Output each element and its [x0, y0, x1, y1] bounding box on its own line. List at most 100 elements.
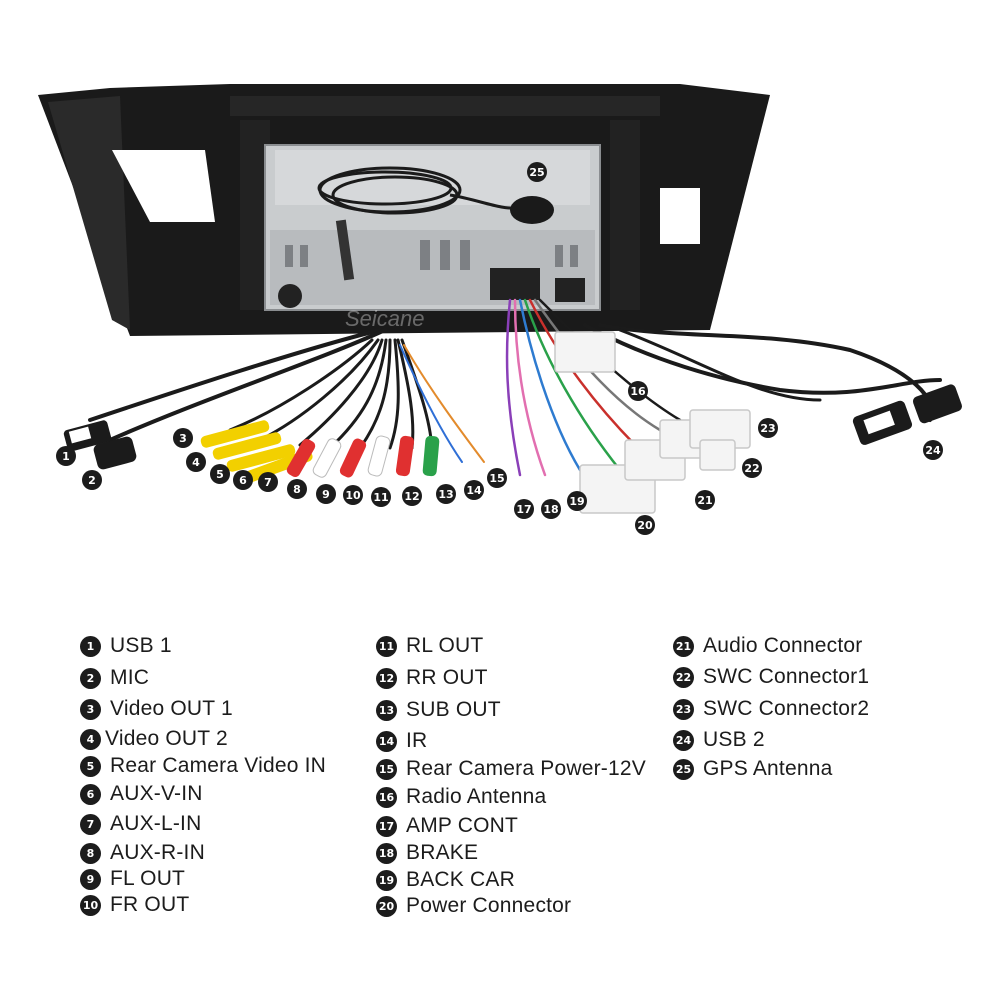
legend-item-10: 10 FR OUT — [80, 893, 189, 917]
callout-number-7: 7 — [264, 476, 272, 489]
callout-badge-1 — [56, 446, 76, 466]
legend-item-13: 13 SUB OUT — [376, 698, 501, 722]
legend-item-23: 23 SWC Connector2 — [673, 697, 869, 721]
legend-label-mic: MIC — [110, 666, 150, 689]
legend-item-24: 24 USB 2 — [673, 728, 765, 752]
badge-2: 2 — [80, 667, 101, 689]
white-connectors — [554, 331, 751, 514]
legend-item-12: 12 RR OUT — [376, 666, 488, 690]
callout-number-3: 3 — [179, 432, 187, 445]
usb-2-plug — [852, 384, 962, 445]
legend-item-3: 3 Video OUT 1 — [80, 697, 233, 721]
legend-label-video-out-1: Video OUT 1 — [110, 697, 233, 720]
legend-item-15: 15 Rear Camera Power-12V — [376, 757, 646, 781]
legend-label-back-car: BACK CAR — [406, 868, 515, 891]
callout-number-15: 15 — [489, 472, 504, 485]
legend-item-7: 7 AUX-L-IN — [80, 812, 201, 836]
callout-number-9: 9 — [322, 488, 330, 501]
legend-label-usb1: USB 1 — [110, 634, 172, 657]
legend-item-11: 11 RL OUT — [376, 634, 483, 658]
legend-item-9: 9 FL OUT — [80, 867, 185, 891]
badge-3: 3 — [80, 698, 101, 720]
legend-label-fr-out: FR OUT — [110, 893, 190, 916]
gps-puck — [510, 196, 554, 224]
legend-label-rear-camera-power: Rear Camera Power-12V — [406, 757, 646, 780]
callout-number-19: 19 — [569, 495, 584, 508]
callout-number-11: 11 — [373, 491, 388, 504]
callout-badge-6 — [233, 470, 253, 490]
callout-badge-21 — [695, 490, 715, 510]
usb-1-plug — [63, 420, 112, 452]
legend-item-5: 5 Rear Camera Video IN — [80, 754, 326, 778]
callout-badge-20 — [635, 515, 655, 535]
callout-number-25: 25 — [529, 166, 544, 179]
legend-item-22: 22 SWC Connector1 — [673, 665, 869, 689]
callout-badge-10 — [343, 485, 363, 505]
legend-label-radio-antenna: Radio Antenna — [406, 785, 547, 808]
legend-item-4: 4 Video OUT 2 — [80, 727, 228, 751]
legend-item-2: 2 MIC — [80, 666, 149, 690]
cable-harness — [88, 298, 942, 477]
callout-badge-17 — [514, 499, 534, 519]
badge-13: 13 — [376, 699, 397, 721]
legend-item-20: 20 Power Connector — [376, 894, 571, 918]
callout-badge-13 — [436, 484, 456, 504]
callout-number-20: 20 — [637, 519, 653, 532]
legend-label-aux-l-in: AUX-L-IN — [110, 812, 202, 835]
badge-23: 23 — [673, 698, 694, 720]
badge-25: 25 — [673, 758, 694, 780]
badge-6: 6 — [80, 783, 101, 805]
legend-label-swc-connector2: SWC Connector2 — [703, 697, 870, 720]
legend-item-6: 6 AUX-V-IN — [80, 782, 203, 806]
callout-badge-25 — [527, 162, 547, 182]
badge-14: 14 — [376, 730, 397, 752]
badge-15: 15 — [376, 758, 397, 780]
callout-number-16: 16 — [630, 385, 646, 398]
badge-19: 19 — [376, 869, 397, 891]
legend-label-usb2: USB 2 — [703, 728, 765, 751]
rca-plugs — [200, 420, 440, 483]
legend-label-audio-connector: Audio Connector — [703, 634, 863, 657]
legend-item-18: 18 BRAKE — [376, 841, 478, 865]
legend-label-aux-v-in: AUX-V-IN — [110, 782, 203, 805]
legend-item-17: 17 AMP CONT — [376, 814, 518, 838]
callout-number-12: 12 — [404, 490, 419, 503]
badge-7: 7 — [80, 813, 101, 835]
callout-number-17: 17 — [516, 503, 531, 516]
callout-badge-15 — [487, 468, 507, 488]
callout-number-13: 13 — [438, 488, 453, 501]
mic-plug — [93, 436, 137, 470]
callout-badge-23 — [758, 418, 778, 438]
badge-8: 8 — [80, 842, 101, 864]
callout-number-18: 18 — [543, 503, 558, 516]
callout-number-2: 2 — [88, 474, 96, 487]
legend-label-power-connector: Power Connector — [406, 894, 572, 917]
callout-badge-2 — [82, 470, 102, 490]
callout-badge-24 — [923, 440, 943, 460]
metal-chassis — [264, 144, 601, 311]
callout-badge-18 — [541, 499, 561, 519]
callout-badge-12 — [402, 486, 422, 506]
legend-item-16: 16 Radio Antenna — [376, 785, 546, 809]
callout-number-22: 22 — [744, 462, 759, 475]
callout-badge-22 — [742, 458, 762, 478]
legend-label-rl-out: RL OUT — [406, 634, 484, 657]
legend-item-19: 19 BACK CAR — [376, 868, 515, 892]
legend-item-25: 25 GPS Antenna — [673, 757, 832, 781]
legend-label-rear-camera-video-in: Rear Camera Video IN — [110, 754, 327, 777]
legend-item-8: 8 AUX-R-IN — [80, 841, 205, 865]
callout-badge-9 — [316, 484, 336, 504]
badge-16: 16 — [376, 786, 397, 808]
badge-11: 11 — [376, 635, 397, 657]
badge-1: 1 — [80, 635, 101, 657]
legend-label-brake: BRAKE — [406, 841, 479, 864]
callout-number-21: 21 — [697, 494, 712, 507]
badge-22: 22 — [673, 666, 694, 688]
badge-21: 21 — [673, 635, 694, 657]
callout-number-23: 23 — [760, 422, 775, 435]
callout-badge-3 — [173, 428, 193, 448]
badge-5: 5 — [80, 755, 101, 777]
legend-label-sub-out: SUB OUT — [406, 698, 501, 721]
